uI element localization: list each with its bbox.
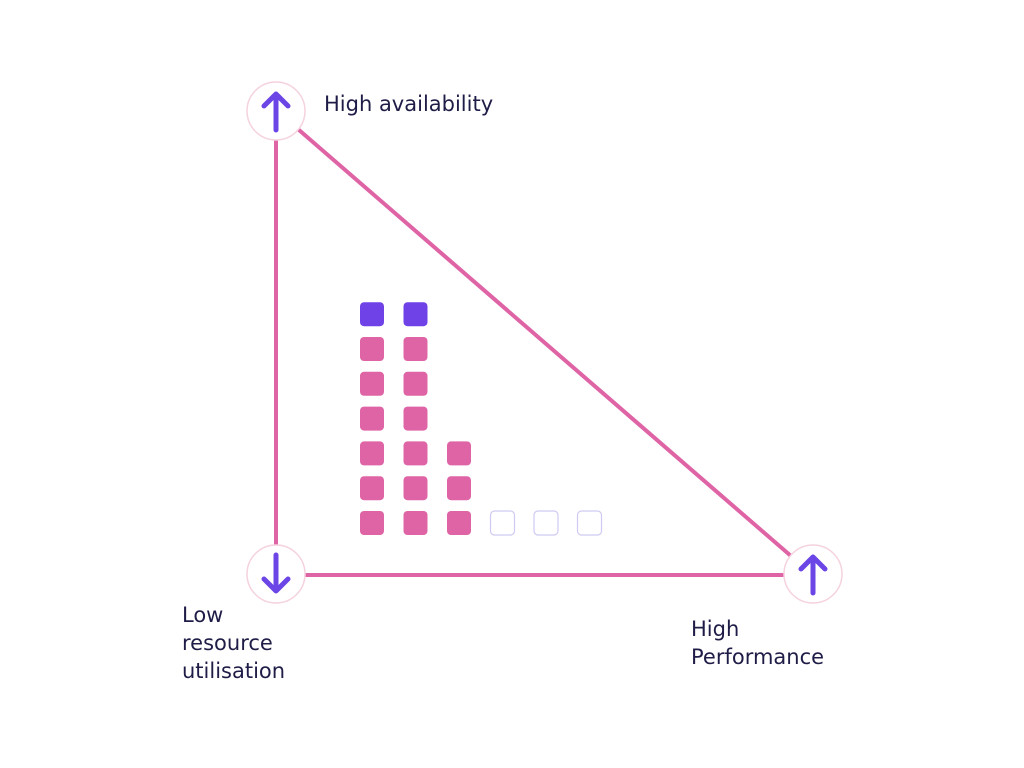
block-purple (360, 302, 384, 327)
block-empty (533, 510, 559, 536)
block-pink (360, 511, 384, 535)
block-pink (403, 406, 428, 431)
block-empty (576, 510, 603, 536)
block-pink (403, 476, 428, 501)
block-pink (360, 406, 384, 431)
block-pink (360, 441, 384, 466)
arrow-up-icon (261, 91, 291, 133)
arrow-down-icon (261, 552, 291, 594)
block-empty (489, 510, 516, 536)
block-pink (403, 371, 428, 396)
triangle-edges (274, 128, 793, 577)
block-pink (403, 441, 428, 466)
vertex-top (246, 81, 306, 141)
label-high-performance: High Performance (691, 617, 825, 669)
edge-hypotenuse (297, 128, 793, 558)
resource-blocks (360, 302, 603, 536)
label-low-resource-utilisation: Low resource utilisation (182, 603, 286, 683)
block-purple (403, 302, 428, 327)
vertex-bottom-left (246, 544, 306, 604)
block-pink (360, 337, 384, 361)
label-high-availability: High availability (324, 92, 494, 116)
block-pink (447, 511, 471, 535)
block-pink (447, 476, 471, 501)
block-pink (447, 441, 471, 466)
block-pink (360, 371, 384, 396)
block-pink (360, 476, 384, 501)
vertex-bottom-right (783, 544, 843, 604)
block-pink (403, 511, 428, 535)
arrow-up-icon (798, 554, 828, 596)
block-pink (403, 337, 428, 361)
